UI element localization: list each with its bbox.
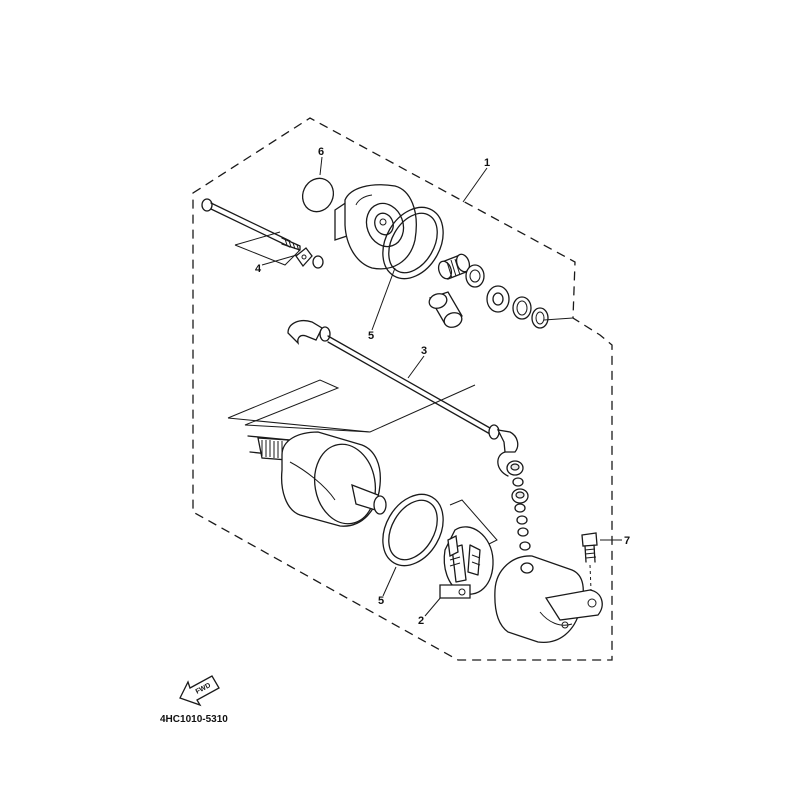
bolt-group-bracket: [234, 231, 301, 266]
callout-4: 4: [255, 263, 262, 275]
lock-plate: [295, 247, 324, 269]
front-cover: [334, 184, 417, 270]
bushing: [428, 291, 463, 328]
washer-2: [512, 296, 532, 320]
callout-5-lower: 5: [378, 595, 384, 607]
brush-holder: [439, 526, 494, 599]
oil-seal: [465, 264, 485, 288]
armature-bracket: [227, 384, 476, 433]
washer-group-leader: [543, 317, 574, 321]
o-ring-large-upper: [382, 206, 444, 280]
screw: [581, 532, 598, 591]
terminal-hardware-stack: [506, 460, 531, 551]
callout-5-upper: 5: [368, 330, 374, 342]
lead-wire: [287, 319, 519, 477]
through-bolt: [201, 198, 301, 252]
fwd-arrow-icon: FWD: [179, 675, 220, 707]
callout-7: 7: [624, 535, 630, 547]
needle-bearing: [437, 253, 471, 280]
brush-holder-bracket: [449, 499, 498, 547]
callout-3: 3: [421, 345, 427, 357]
callout-6: 6: [318, 146, 324, 158]
drawing-code: 4HC1010-5310: [160, 714, 228, 725]
o-ring-small: [301, 177, 335, 213]
rear-cover: [494, 555, 603, 644]
washer-3: [531, 307, 549, 329]
callout-2: 2: [418, 615, 424, 627]
assembly-dashed-outline: [192, 117, 613, 661]
callout-1: 1: [484, 157, 490, 169]
yoke-armature: [247, 431, 387, 527]
cable-bracket-leader: [227, 379, 371, 433]
washer-1: [486, 285, 510, 313]
o-ring-large-lower: [382, 493, 444, 567]
